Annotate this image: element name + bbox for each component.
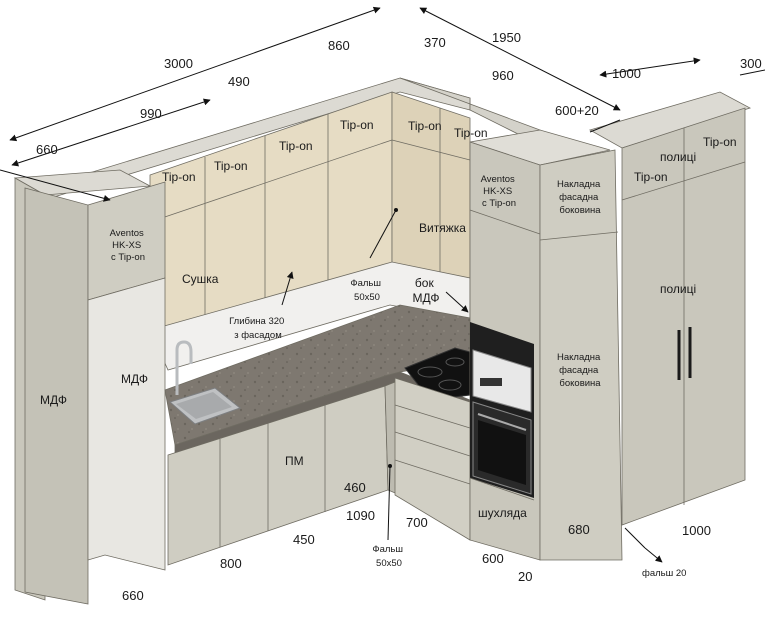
- label-falsh20: фальш 20: [642, 568, 686, 579]
- label-falsh-mid: Фальш 50x50: [350, 278, 383, 303]
- label-vytyazhka: Витяжка: [419, 221, 466, 235]
- dim-800: 800: [220, 556, 242, 571]
- right-tall-front: [621, 107, 746, 526]
- dim-660-bottom: 660: [122, 588, 144, 603]
- label-polytsi-top: полиці: [660, 150, 696, 164]
- dim-600-bottom: 600: [482, 551, 504, 566]
- label-tipon-1: Tip-on: [162, 170, 196, 184]
- dim-300: 300: [740, 56, 762, 71]
- label-mdf-left: МДФ: [40, 393, 67, 407]
- label-shukhlyada: шухляда: [478, 506, 527, 520]
- label-bok-mdf: бок МДФ: [413, 276, 440, 305]
- dim-1000-top: 1000: [612, 66, 641, 81]
- oven-tall-side: [539, 149, 623, 561]
- dim-680: 680: [568, 522, 590, 537]
- label-tipon-4: Tip-on: [340, 118, 374, 132]
- dim-490: 490: [228, 74, 250, 89]
- dim-1090: 1090: [346, 508, 375, 523]
- dim-3000: 3000: [164, 56, 193, 71]
- dim-600-20: 600+20: [555, 103, 599, 118]
- label-tipon-6: Tip-on: [454, 126, 488, 140]
- label-tipon-5: Tip-on: [408, 119, 442, 133]
- left-inner-mdf-panel: [87, 277, 166, 571]
- dim-860: 860: [328, 38, 350, 53]
- dim-960: 960: [492, 68, 514, 83]
- faucet-icon: [175, 340, 193, 395]
- label-aventos-left: Aventos HK-XS с Tip-on: [110, 228, 147, 263]
- dim-660-top: 660: [36, 142, 58, 157]
- dim-1950: 1950: [492, 30, 521, 45]
- label-tipon-2: Tip-on: [214, 159, 248, 173]
- label-nakladna-top: Накладна фасадна боковина: [557, 179, 603, 216]
- label-sushka: Сушка: [182, 272, 219, 286]
- dim-20: 20: [518, 569, 532, 584]
- label-hlybyna: Глибина 320 з фасадом: [229, 316, 287, 341]
- dim-700: 700: [406, 515, 428, 530]
- label-tipon-8: Tip-on: [634, 170, 668, 184]
- label-falsh-bottom: Фальш 50x50: [372, 544, 405, 569]
- left-tall-front-panel: [24, 187, 89, 605]
- label-mdf-inner: МДФ: [121, 372, 148, 386]
- label-tipon-3: Tip-on: [279, 139, 313, 153]
- dim-460: 460: [344, 480, 366, 495]
- label-polytsi-mid: полиці: [660, 282, 696, 296]
- dim-1000-bottom: 1000: [682, 523, 711, 538]
- label-tipon-7: Tip-on: [703, 135, 737, 149]
- label-aventos-right: Aventos HK-XS с Tip-on: [481, 174, 518, 209]
- right-tall-top: [588, 91, 752, 149]
- label-pm: ПМ: [285, 454, 304, 468]
- label-nakladna-mid: Накладна фасадна боковина: [557, 352, 603, 389]
- dim-450: 450: [293, 532, 315, 547]
- dim-990: 990: [140, 106, 162, 121]
- dim-370: 370: [424, 35, 446, 50]
